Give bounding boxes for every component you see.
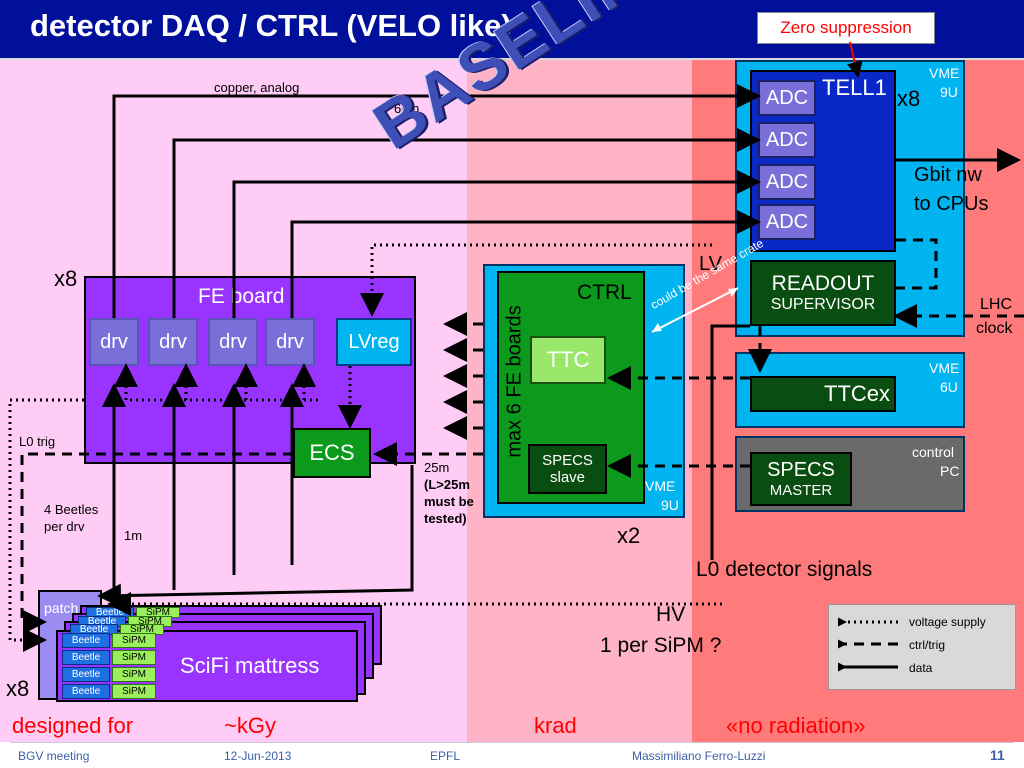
footer-meeting: BGV meeting [18,749,90,763]
beetles-per-drv-label: 4 Beetles [44,502,99,517]
vme-9u-label: VME [645,478,676,494]
cable-length-note: tested) [424,511,467,526]
page-title: detector DAQ / CTRL (VELO like) [30,8,512,43]
footer [0,742,1024,768]
specs-slave-line1: SPECS [542,452,593,469]
ecs-box: ECS [293,428,371,478]
driver-box: drv [265,318,315,366]
lvreg-box: LVreg [336,318,412,366]
page-number: 11 [990,747,1005,763]
ctrl-title: CTRL [577,281,632,304]
sipm-chip: SiPM [112,684,156,699]
cable-length-label: 1m [124,528,143,543]
beetle-chip: Beetle [62,633,110,648]
footer-date: 12-Jun-2013 [224,749,292,763]
sipm-chip: SiPM [112,650,156,665]
vme-9u-label: 9U [661,497,679,513]
sipm-chip: SiPM [112,633,156,648]
lhc-label: LHC [980,296,1013,313]
ttc-box: TTC [530,336,606,384]
readout-supervisor-line1: READOUT [771,272,875,295]
kgy-label: ~kGy [224,713,276,738]
footer-rule [10,742,1014,743]
readout-supervisor-line2: SUPERVISOR [770,296,876,313]
zero-suppression-label: Zero suppression [757,12,935,44]
driver-box: drv [208,318,258,366]
legend [828,604,1016,690]
vme-6u-label: VME [929,360,960,376]
ttcex-box: TTCex [750,376,896,412]
max-fe-boards-label: max 6 FE boards [503,305,526,458]
legend-item-label: data [909,661,933,675]
specs-slave-line2: slave [549,469,586,486]
hv-label: HV [656,603,686,626]
beetles-per-drv-label: per drv [44,519,85,534]
cable-length-label: 60m [394,101,420,116]
cable-length-label: 25m [424,460,450,475]
fe-board-title: FE board [198,285,285,308]
lv-label: LV [699,253,722,275]
beetle-chip: Beetle [62,667,110,682]
specs-master-line1: SPECS [767,459,835,481]
fe-board-multiplicity: x8 [54,266,78,291]
no-radiation-label: «no radiation» [726,713,866,738]
mattress-multiplicity: x8 [6,676,30,701]
legend-item-label: ctrl/trig [909,638,945,652]
specs-master-box: SPECS MASTER [750,452,852,506]
legend-item-label: voltage supply [909,615,986,629]
specs-master-line2: MASTER [769,482,833,499]
cable-length-note: (L>25m [424,477,470,492]
l0-detector-signals-label: L0 detector signals [696,558,873,581]
control-pc-label: control [912,444,955,460]
to-cpus-label: to CPUs [914,193,989,215]
l0-trig-label: L0 trig [19,434,56,449]
tell1-title: TELL1 [822,75,887,100]
adc-box: ADC [758,80,816,116]
scifi-mattress-label: SciFi mattress [180,653,320,678]
readout-supervisor-box: READOUT SUPERVISOR [750,260,896,326]
designed-for-label: designed for [12,713,134,738]
beetle-chip: Beetle [62,650,110,665]
sipm-chip: SiPM [112,667,156,682]
copper-analog-label: copper, analog [214,80,300,95]
footer-institute: EPFL [430,749,461,763]
vme-6u-label: 6U [940,379,958,395]
gbit-nw-label: Gbit nw [914,164,982,186]
vme-9u-label: 9U [940,84,958,100]
driver-box: drv [148,318,198,366]
adc-box: ADC [758,122,816,158]
beetle-chip: Beetle [62,684,110,699]
adc-box: ADC [758,164,816,200]
adc-box: ADC [758,204,816,240]
specs-slave-box: SPECS slave [528,444,607,494]
legend-symbols [838,610,898,679]
ctrl-multiplicity: x2 [617,523,641,548]
krad-label: krad [534,713,577,738]
footer-author: Massimiliano Ferro-Luzzi [632,749,766,763]
vme-9u-label: VME [929,65,960,81]
driver-box: drv [89,318,139,366]
control-pc-label: PC [940,463,960,479]
cable-length-note: must be [424,494,474,509]
per-sipm-label: 1 per SiPM ? [600,634,722,657]
tell1-multiplicity: x8 [897,86,921,111]
clock-label: clock [976,320,1013,337]
